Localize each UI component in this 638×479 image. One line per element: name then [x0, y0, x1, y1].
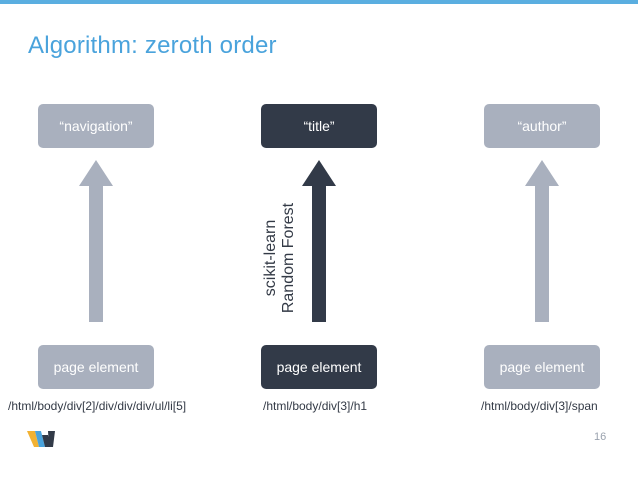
- input-box-page-element-1: page element: [38, 345, 154, 389]
- up-arrow-title: [302, 160, 336, 322]
- up-arrow-navigation: [79, 160, 113, 322]
- classifier-label-line1: scikit-learn: [262, 219, 279, 297]
- logo-icon: [27, 431, 55, 447]
- xpath-label-1: /html/body/div[2]/div/div/div/ul/li[5]: [8, 399, 187, 413]
- output-box-navigation: “navigation”: [38, 104, 154, 148]
- classifier-label: scikit-learn Random Forest: [262, 194, 302, 322]
- slide-title: Algorithm: zeroth order: [28, 32, 277, 59]
- output-box-title: “title”: [261, 104, 377, 148]
- output-box-author: “author”: [484, 104, 600, 148]
- page-number: 16: [594, 431, 607, 443]
- input-box-page-element-3: page element: [484, 345, 600, 389]
- up-arrow-author: [525, 160, 559, 322]
- input-box-page-element-2: page element: [261, 345, 377, 389]
- classifier-label-line2: Random Forest: [280, 202, 297, 314]
- top-accent-bar: [0, 0, 638, 4]
- xpath-label-2: /html/body/div[3]/h1: [263, 399, 368, 413]
- xpath-label-3: /html/body/div[3]/span: [481, 399, 598, 413]
